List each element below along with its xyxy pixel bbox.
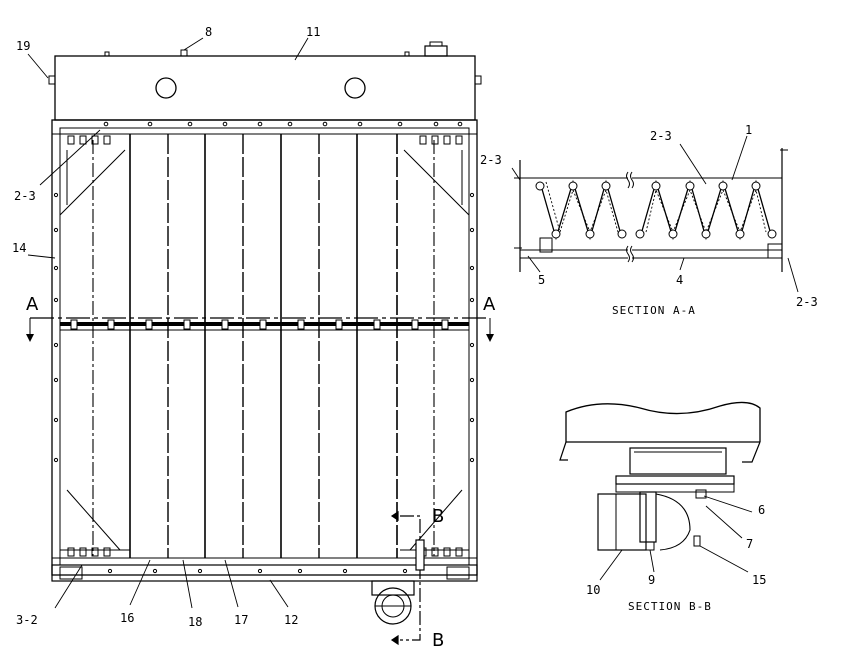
callout-a-5: 5	[538, 273, 545, 287]
section-b-b-view	[559, 401, 761, 581]
section-marker-b-top: B	[432, 506, 444, 527]
callout-17: 17	[234, 613, 248, 627]
callout-b-6: 6	[758, 503, 765, 517]
callout-b-15: 15	[752, 573, 766, 587]
section-a-a-view	[511, 135, 799, 293]
callout-b-7: 7	[746, 537, 753, 551]
section-b-callouts: 6 7 10 9 15 SECTION B-B	[586, 503, 766, 613]
callout-16: 16	[120, 611, 134, 625]
callout-2-3-left: 2-3	[14, 189, 36, 203]
leader-lines	[27, 37, 309, 609]
callout-18: 18	[188, 615, 202, 629]
section-b-caption: SECTION B-B	[628, 600, 712, 613]
callout-b-10: 10	[586, 583, 600, 597]
section-markers: A A B B	[26, 294, 496, 651]
callout-a-2-3-left: 2-3	[480, 153, 502, 167]
side-holes	[53, 192, 475, 463]
callout-8: 8	[205, 25, 212, 39]
cross-bar	[26, 317, 494, 342]
core-strips	[92, 134, 435, 558]
section-marker-b-bottom: B	[432, 630, 444, 651]
section-a-callouts: 2-3 1 2-3 5 4 2-3 SECTION A-A	[480, 123, 818, 317]
callout-19: 19	[16, 39, 30, 53]
core-frame	[51, 119, 478, 582]
callout-a-2-3-right: 2-3	[796, 295, 818, 309]
bottom-rail-holes	[107, 568, 408, 574]
section-a-caption: SECTION A-A	[612, 304, 696, 317]
callout-11: 11	[306, 25, 320, 39]
callout-12: 12	[284, 613, 298, 627]
drain-valve	[371, 580, 415, 625]
callout-a-4: 4	[676, 273, 683, 287]
callout-b-9: 9	[648, 573, 655, 587]
callout-a-1: 1	[745, 123, 752, 137]
main-view-callouts: 19 8 11 2-3 14 3-2 16 18 17 12	[12, 25, 320, 629]
section-marker-a-right: A	[483, 294, 496, 315]
callout-a-2-3-top: 2-3	[650, 129, 672, 143]
section-marker-a-left: A	[26, 294, 39, 315]
callout-14: 14	[12, 241, 26, 255]
section-b-line	[390, 510, 425, 646]
top-rail-holes	[103, 121, 463, 127]
callout-3-2: 3-2	[16, 613, 38, 627]
